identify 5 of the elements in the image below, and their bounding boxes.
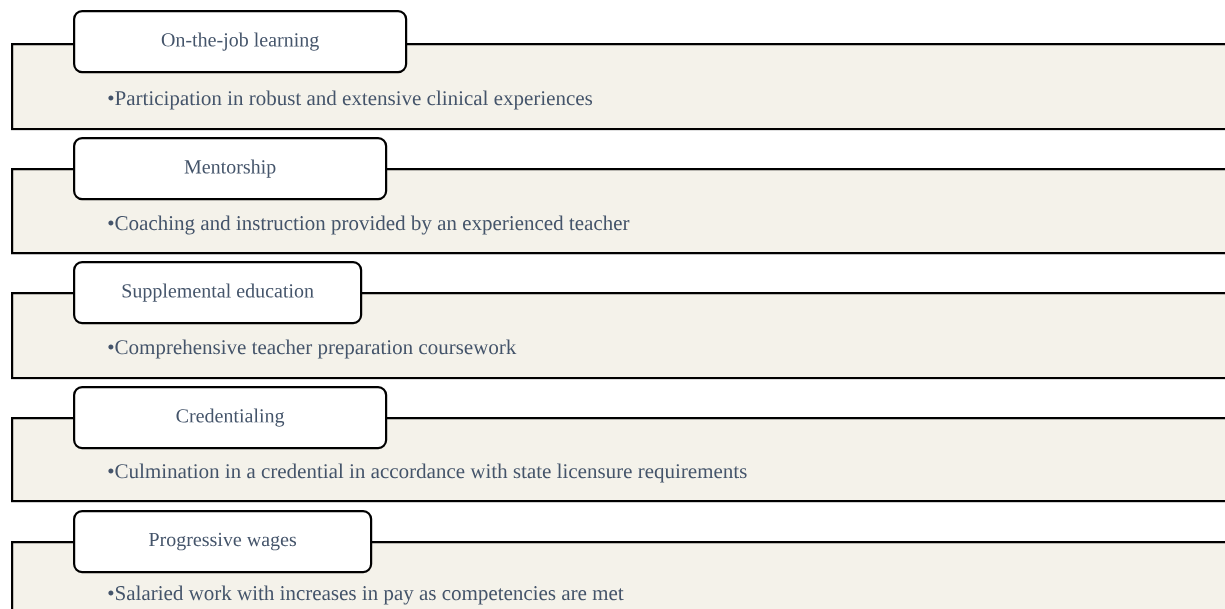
heading-tab: Progressive wages (73, 510, 373, 574)
heading-tab: On-the-job learning (73, 10, 408, 74)
heading-tab: Supplemental education (73, 261, 363, 325)
heading-tab: Mentorship (73, 137, 388, 201)
heading-tab: Credentialing (73, 386, 388, 450)
